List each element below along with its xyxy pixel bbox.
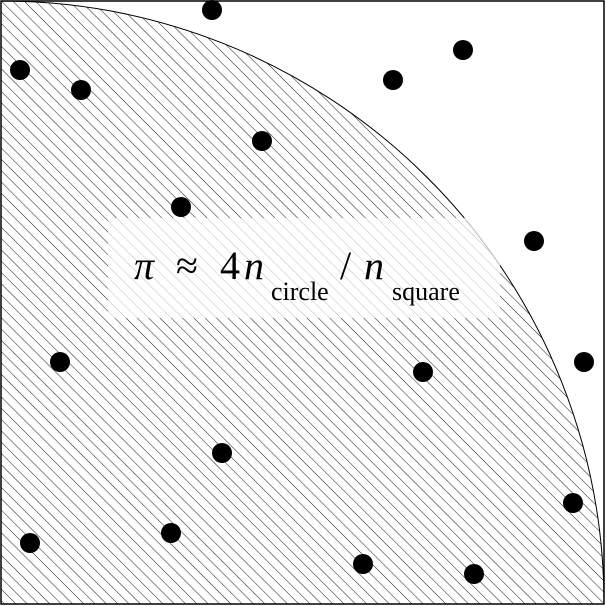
formula-n-square: n bbox=[364, 243, 384, 288]
formula-coefficient: 4 bbox=[220, 243, 240, 288]
sample-point bbox=[161, 523, 181, 543]
sample-point bbox=[574, 352, 594, 372]
sample-point bbox=[413, 362, 433, 382]
sample-point bbox=[453, 40, 473, 60]
sample-point bbox=[50, 352, 70, 372]
sample-point bbox=[252, 131, 272, 151]
sample-point bbox=[10, 60, 30, 80]
sample-point bbox=[71, 80, 91, 100]
sample-point bbox=[464, 564, 484, 584]
sample-point bbox=[171, 197, 191, 217]
sample-point bbox=[524, 231, 544, 251]
sample-points bbox=[10, 0, 594, 584]
formula-sub-square: square bbox=[392, 277, 460, 306]
sample-point bbox=[353, 554, 373, 574]
pi-formula: π ≈ 4 n circle / n square bbox=[134, 243, 460, 306]
formula-sub-circle: circle bbox=[271, 277, 329, 306]
sample-point bbox=[202, 0, 222, 20]
sample-point bbox=[212, 443, 232, 463]
formula-approx: ≈ bbox=[176, 243, 198, 288]
formula-background bbox=[108, 218, 500, 318]
sample-point bbox=[563, 493, 583, 513]
formula-pi: π bbox=[134, 243, 155, 288]
sample-point bbox=[383, 70, 403, 90]
sample-point bbox=[20, 533, 40, 553]
formula-slash: / bbox=[340, 243, 352, 288]
formula-n-circle: n bbox=[244, 243, 264, 288]
